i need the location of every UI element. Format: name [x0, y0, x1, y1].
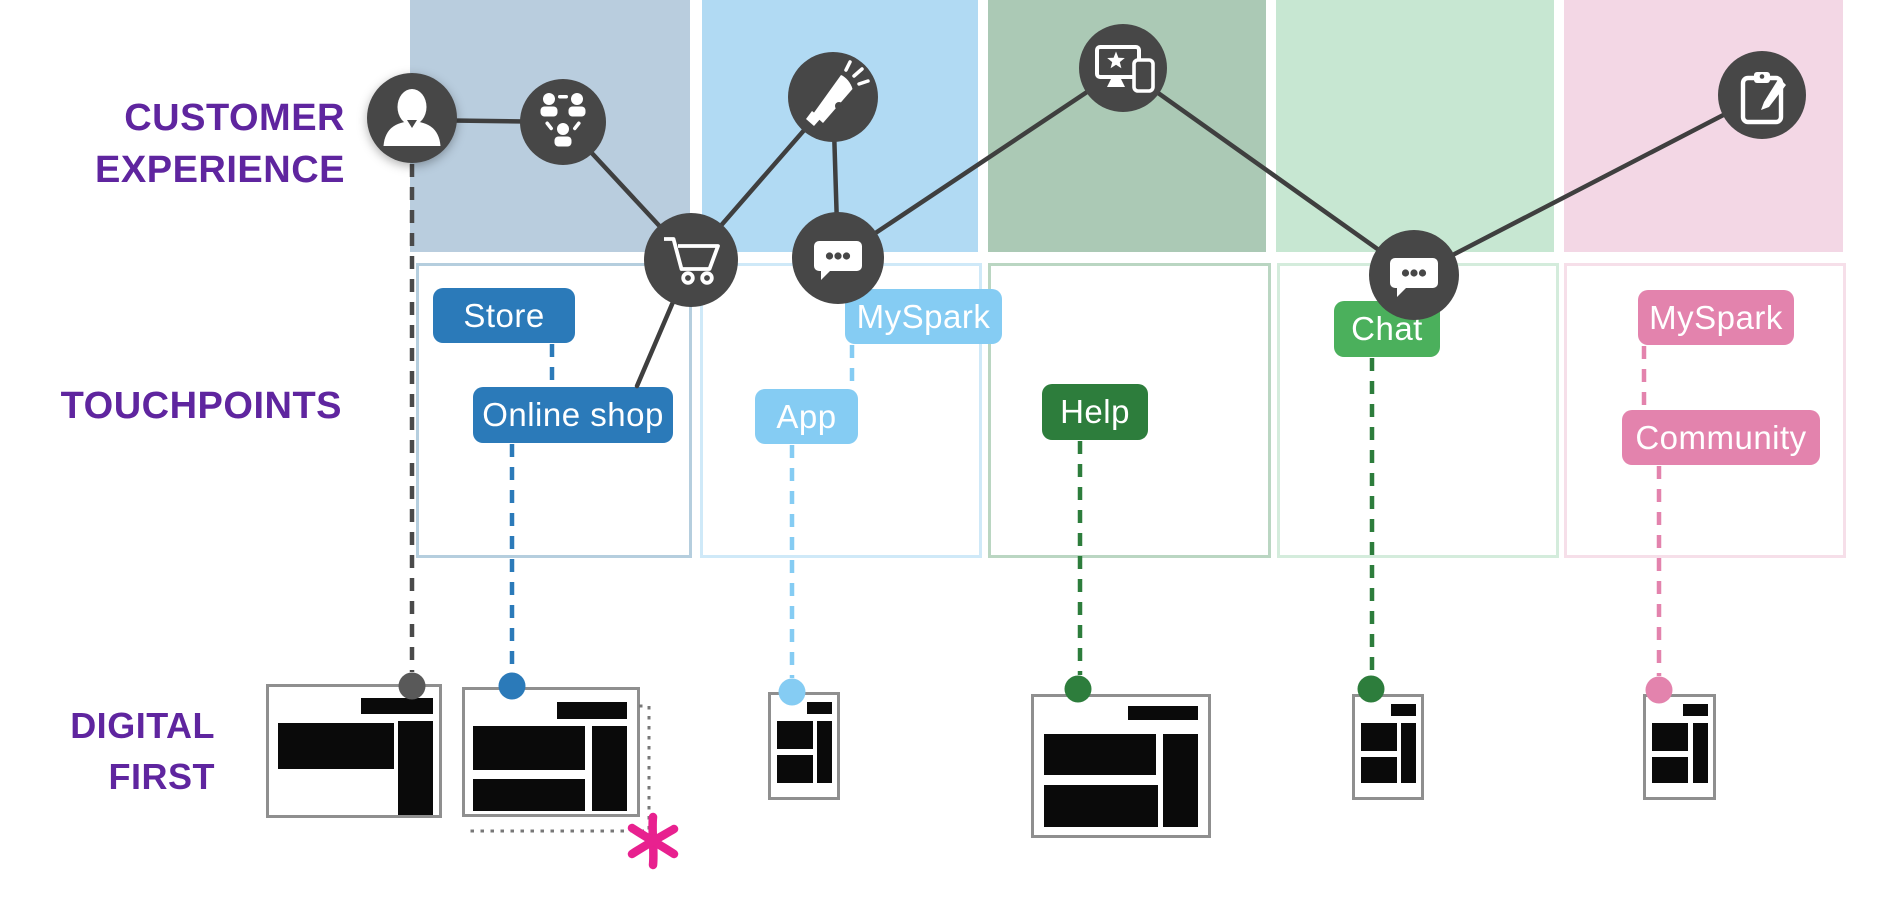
wireframe-block: [1391, 704, 1416, 716]
webpage-wireframe-desktop-1: [266, 684, 442, 818]
journey-stage-band-1: [410, 0, 690, 252]
pill-chat: Chat: [1334, 301, 1440, 357]
row-label-customer-experience: CUSTOMER EXPERIENCE: [38, 92, 345, 196]
wireframe-block: [1652, 723, 1688, 751]
wireframe-block: [1693, 723, 1708, 783]
pill-community: Community: [1622, 410, 1820, 465]
wireframe-block: [1401, 723, 1416, 783]
wireframe-block: [807, 702, 832, 714]
wireframe-block: [473, 726, 585, 770]
journey-stage-band-3: [988, 0, 1266, 252]
webpage-wireframe-desktop-help: [1031, 694, 1211, 838]
wireframe-block: [1044, 734, 1156, 775]
webpage-wireframe-mobile-community: [1643, 694, 1716, 800]
pill-help: Help: [1042, 384, 1148, 440]
customer-experience-line1: CUSTOMER: [124, 97, 345, 139]
wireframe-block: [473, 779, 585, 811]
journey-stage-band-4: [1276, 0, 1554, 252]
wireframe-block: [278, 723, 394, 769]
highlight-asterisk: [627, 812, 679, 870]
wireframe-block: [777, 755, 813, 783]
pill-app: App: [755, 389, 858, 444]
wireframe-block: [777, 721, 813, 749]
wireframe-block: [557, 702, 627, 719]
webpage-wireframe-mobile-app: [768, 692, 840, 800]
journey-stage-band-2: [702, 0, 978, 252]
wireframe-block: [592, 726, 627, 811]
wireframe-block: [1361, 757, 1397, 783]
row-label-touchpoints: TOUCHPOINTS: [60, 385, 342, 427]
row-label-digital-first: DIGITAL FIRST: [40, 700, 215, 802]
webpage-wireframe-desktop-2: [462, 687, 640, 817]
pill-myspark-community: MySpark: [1638, 290, 1794, 345]
wireframe-block: [1361, 723, 1397, 751]
wireframe-block: [1652, 757, 1688, 783]
digital-first-line1: DIGITAL: [70, 705, 215, 746]
journey-stage-band-5: [1564, 0, 1843, 252]
wireframe-block: [361, 698, 433, 714]
wireframe-block: [1044, 785, 1158, 827]
wireframe-block: [1163, 734, 1198, 827]
pill-myspark-app: MySpark: [845, 289, 1002, 344]
webpage-wireframe-mobile-chat: [1352, 694, 1424, 800]
touchpoint-cell-4: [1277, 263, 1559, 558]
pill-online-shop: Online shop: [473, 387, 673, 443]
customer-experience-line2: EXPERIENCE: [95, 149, 345, 191]
wireframe-block: [398, 721, 433, 815]
wireframe-block: [817, 721, 832, 783]
pill-store: Store: [433, 288, 575, 343]
wireframe-block: [1683, 704, 1708, 716]
digital-first-line2: FIRST: [108, 756, 215, 797]
wireframe-block: [1128, 706, 1198, 720]
